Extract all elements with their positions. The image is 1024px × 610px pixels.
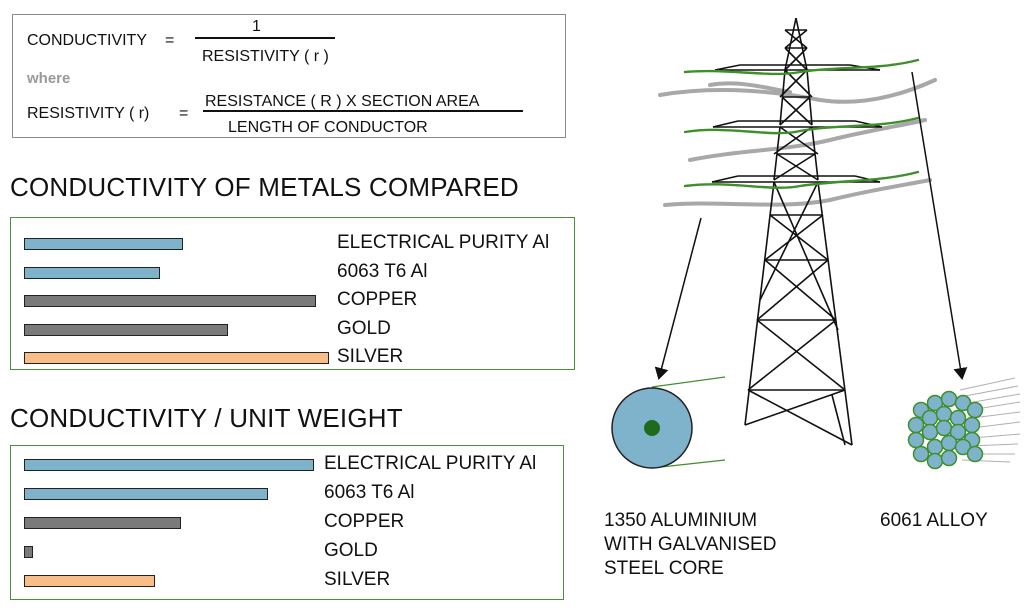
alloy-strand <box>921 409 939 427</box>
chart-2-bar <box>24 488 268 500</box>
chart-2-bar <box>24 546 33 558</box>
alloy-strand <box>921 423 939 441</box>
chart-2-panel: ELECTRICAL PURITY Al 6063 T6 Al COPPER GOLD… <box>10 445 564 600</box>
conductor-wires <box>683 58 920 189</box>
equals-sign: = <box>165 32 175 49</box>
alloy-strand <box>926 438 944 456</box>
formula-box: CONDUCTIVITY = 1 RESISTIVITY ( r ) where… <box>12 14 566 138</box>
pylon <box>711 17 883 446</box>
chart-1-panel: ELECTRICAL PURITY Al 6063 T6 Al COPPER GOLD… <box>10 217 575 370</box>
numerator-one: 1 <box>252 18 261 35</box>
chart-2-category-label: ELECTRICAL PURITY Al <box>324 453 537 474</box>
equals-sign-2: = <box>179 105 189 122</box>
chart-1-category-label: 6063 T6 Al <box>337 260 428 282</box>
chart-1-bar <box>24 295 317 307</box>
chart-2-category-label: COPPER <box>324 511 405 532</box>
denominator-resistivity: RESISTIVITY ( r ) <box>202 48 329 65</box>
chart-1-category-label: GOLD <box>337 317 391 339</box>
resistivity-label: RESISTIVITY ( r) <box>27 105 150 122</box>
alloy-strand <box>940 390 958 408</box>
fraction-line-2 <box>203 110 523 112</box>
arrow-to-steel-core <box>654 217 702 380</box>
steel-core-caption-line-3: STEEL CORE <box>604 558 724 579</box>
steel-core-conductor-cross-section <box>611 376 726 469</box>
chart-1-bar <box>24 266 161 279</box>
steel-core-caption-line-1: 1350 ALUMINIUM <box>604 510 758 531</box>
alloy-strand <box>926 452 944 470</box>
stranded-alloy-cross-section <box>907 377 1021 470</box>
denominator-length: LENGTH OF CONDUCTOR <box>228 119 428 136</box>
chart-2-bar <box>24 517 181 529</box>
alloy-strand <box>935 405 953 423</box>
alloy-strand <box>966 401 984 419</box>
alloy-strand <box>966 445 984 463</box>
transmission-tower-illustration <box>611 17 1021 470</box>
alloy-strand <box>940 434 958 452</box>
steel-core-caption-line-2: WITH GALVANISED <box>604 534 777 555</box>
alloy-strand <box>907 416 925 434</box>
chart-1-category-label: ELECTRICAL PURITY Al <box>337 232 550 253</box>
chart-1-title: CONDUCTIVITY OF METALS COMPARED <box>10 172 519 202</box>
chart-1-bar <box>24 323 229 336</box>
chart-1-bar <box>24 238 183 250</box>
alloy-strand <box>935 419 953 437</box>
chart-2-category-label: GOLD <box>324 540 378 561</box>
numerator-resistance: RESISTANCE ( R ) X SECTION AREA <box>205 93 480 110</box>
chart-2-bar <box>24 575 155 587</box>
chart-2-title: CONDUCTIVITY / UNIT WEIGHT <box>10 403 403 433</box>
chart-2-category-label: 6063 T6 Al <box>324 482 415 503</box>
chart-1-bar <box>24 352 329 364</box>
arrow-to-alloy <box>911 71 968 380</box>
conductivity-label: CONDUCTIVITY <box>27 32 147 49</box>
alloy-strand <box>907 431 925 449</box>
chart-1-category-label: COPPER <box>337 289 418 310</box>
chart-2-bar <box>24 459 314 471</box>
chart-2-category-label: SILVER <box>324 569 391 590</box>
chart-1-category-label: SILVER <box>337 346 404 367</box>
where-label: where <box>27 70 71 87</box>
alloy-strand <box>954 438 972 456</box>
alloy-caption: 6061 ALLOY <box>880 510 988 531</box>
alloy-strand <box>949 409 967 427</box>
fraction-line-1 <box>195 37 335 39</box>
alloy-strand <box>912 445 930 463</box>
alloy-strand <box>949 423 967 441</box>
alloy-strand <box>940 449 958 467</box>
alloy-strand <box>954 394 972 412</box>
alloy-strand <box>963 416 981 434</box>
